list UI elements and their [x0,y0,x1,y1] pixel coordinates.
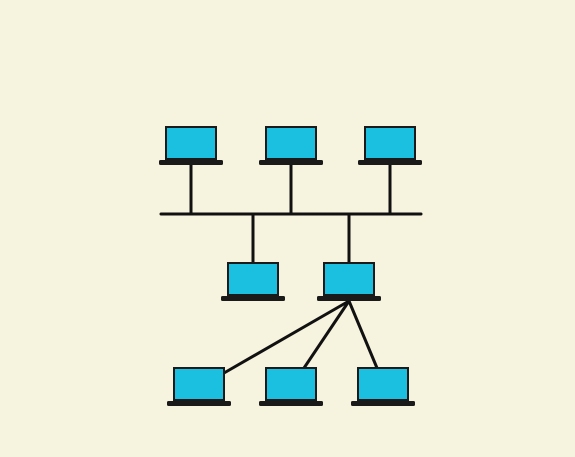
laptop-base [159,160,223,165]
pc-mid-right-hub [317,262,381,301]
pc-top-middle [259,126,323,165]
laptop-screen [229,264,277,294]
laptop-screen [325,264,373,294]
pc-top-right [358,126,422,165]
laptop-icon [259,126,323,165]
laptop-icon [221,262,285,301]
laptop-icon [358,126,422,165]
laptop-icon [159,126,223,165]
pc-bottom-left [167,367,231,406]
star-link-bottom-right [347,299,379,370]
laptop-base [358,160,422,165]
laptop-screen [267,369,315,399]
laptop-base [317,296,381,301]
laptop-base [259,401,323,406]
laptop-icon [167,367,231,406]
laptop-base [221,296,285,301]
pc-top-left [159,126,223,165]
star-link-bottom-middle [302,299,351,370]
laptop-screen [267,128,315,158]
laptop-base [259,160,323,165]
nodes-layer [159,126,422,406]
laptop-base [351,401,415,406]
laptop-screen [167,128,215,158]
pc-bottom-right [351,367,415,406]
laptop-screen [366,128,414,158]
laptop-screen [359,369,407,399]
pc-mid-left [221,262,285,301]
laptop-icon [351,367,415,406]
star-link-bottom-left [222,299,351,375]
pc-bottom-middle [259,367,323,406]
laptop-icon [259,367,323,406]
laptop-base [167,401,231,406]
laptop-screen [175,369,223,399]
laptop-icon [317,262,381,301]
